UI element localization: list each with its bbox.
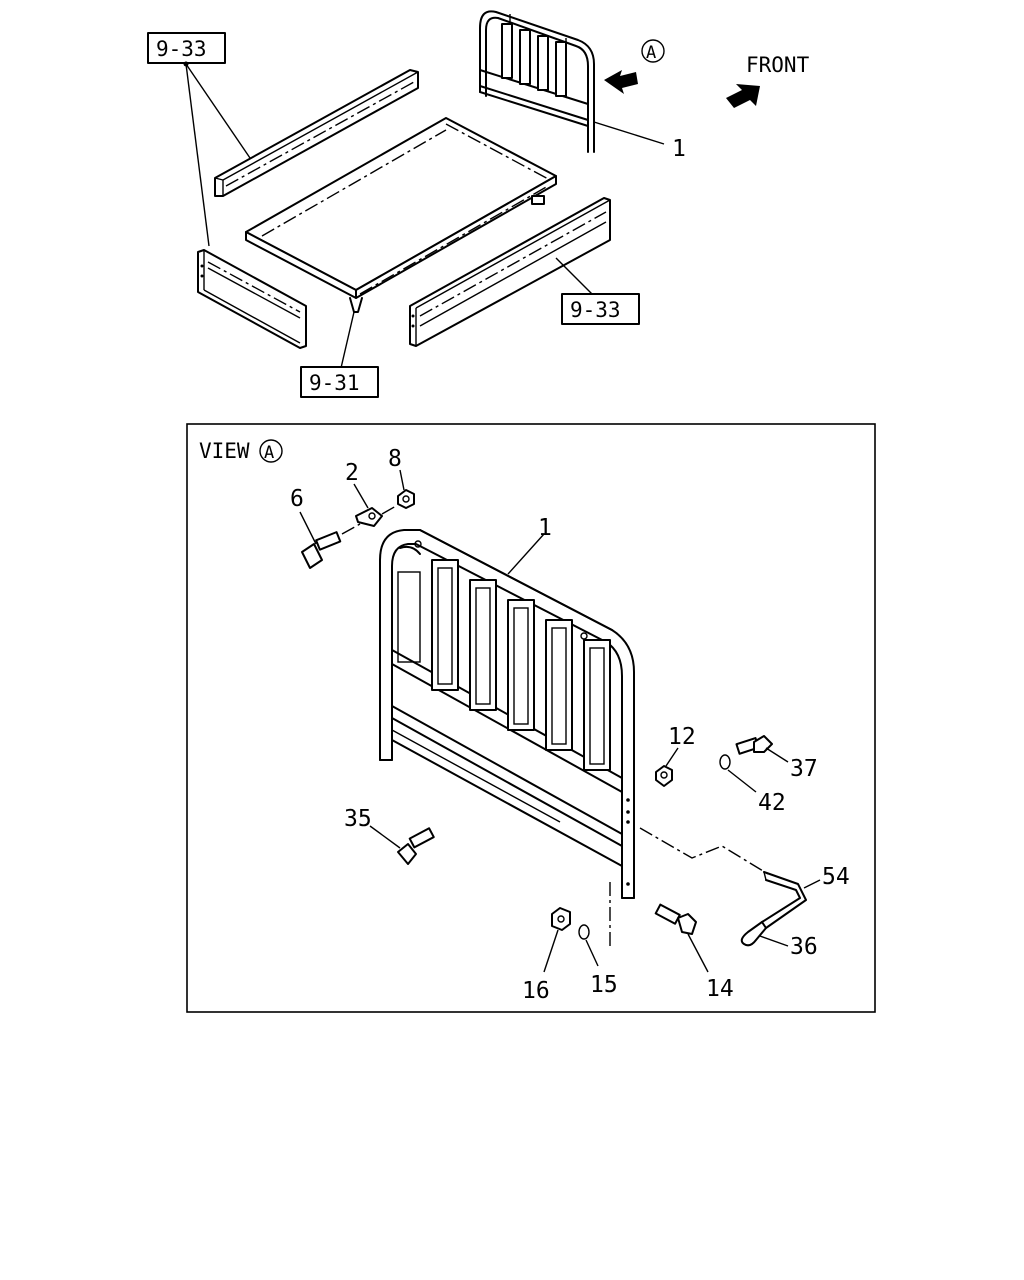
leader-line <box>185 63 251 159</box>
grip-part-36 <box>740 921 767 947</box>
leader-line <box>185 63 210 247</box>
nut-part-12 <box>655 765 673 787</box>
leader-line <box>727 769 757 793</box>
part-callout-14: 14 <box>706 976 734 1002</box>
view-a-marker-top: A <box>641 39 665 63</box>
ref-box-9-31[interactable]: 9-31 <box>300 366 379 398</box>
bolt-part-6 <box>301 531 342 569</box>
clip-part-2 <box>355 507 383 527</box>
part-callout-54: 54 <box>822 864 850 890</box>
svg-text:9-33: 9-33 <box>156 37 207 61</box>
front-label: FRONT <box>746 53 810 77</box>
part-callout-8: 8 <box>388 446 402 472</box>
part-callout-1: 1 <box>538 515 552 541</box>
part-callout-42: 42 <box>758 790 786 816</box>
leader-line <box>543 929 559 973</box>
nut-part-16 <box>551 907 571 931</box>
view-direction-arrow <box>604 70 638 94</box>
leader-line <box>593 121 665 145</box>
part-callout-37: 37 <box>790 756 818 782</box>
leader-line <box>665 747 679 767</box>
leader-line <box>340 311 355 369</box>
leader-line <box>687 933 709 973</box>
front-direction-arrow <box>726 84 760 108</box>
ref-box-9-33-top[interactable]: 9-33 <box>147 32 226 64</box>
part-callout-12: 12 <box>668 724 696 750</box>
part-callout-35: 35 <box>344 806 372 832</box>
leader-line <box>759 935 789 947</box>
headboard-small <box>479 10 595 153</box>
nut-part-8 <box>397 489 415 509</box>
svg-text:A: A <box>646 43 656 63</box>
svg-text:9-33: 9-33 <box>570 298 621 322</box>
alignment-line <box>639 827 769 875</box>
headboard-large <box>379 529 635 899</box>
part-callout-6: 6 <box>290 486 304 512</box>
floor-platform <box>245 117 557 313</box>
bolt-part-35 <box>397 827 435 865</box>
alignment-line <box>381 505 397 515</box>
washer-part-15 <box>578 924 590 940</box>
leader-line <box>585 939 599 967</box>
leader-line <box>399 469 405 491</box>
bolt-part-14 <box>654 903 697 935</box>
part-callout-16: 16 <box>522 978 550 1004</box>
washer-part-42 <box>719 754 731 770</box>
view-a-panel: VIEW A <box>186 423 876 1013</box>
part-callout-36: 36 <box>790 934 818 960</box>
view-a-title: VIEW <box>199 439 250 463</box>
side-panel-left-short <box>197 249 307 349</box>
part-callout-1-top: 1 <box>672 136 686 162</box>
truck-bed-exploded-view: 9-33 <box>147 10 810 398</box>
leader-line <box>765 747 789 763</box>
alignment-line <box>341 523 361 535</box>
leader-line <box>369 825 401 849</box>
side-panel-left-long <box>214 69 419 197</box>
side-panel-right-long <box>409 197 611 347</box>
part-callout-15: 15 <box>590 972 618 998</box>
view-a-circle <box>259 439 283 463</box>
svg-text:9-31: 9-31 <box>309 371 360 395</box>
view-a-letter: A <box>264 443 274 463</box>
part-callout-2: 2 <box>345 460 359 486</box>
ref-box-9-33-right[interactable]: 9-33 <box>561 293 640 325</box>
leader-line <box>803 879 821 889</box>
leader-line <box>507 533 545 575</box>
handle-part-54 <box>761 871 807 929</box>
leader-line <box>299 511 317 545</box>
leader-line <box>353 483 369 509</box>
bolt-part-37 <box>735 735 773 755</box>
